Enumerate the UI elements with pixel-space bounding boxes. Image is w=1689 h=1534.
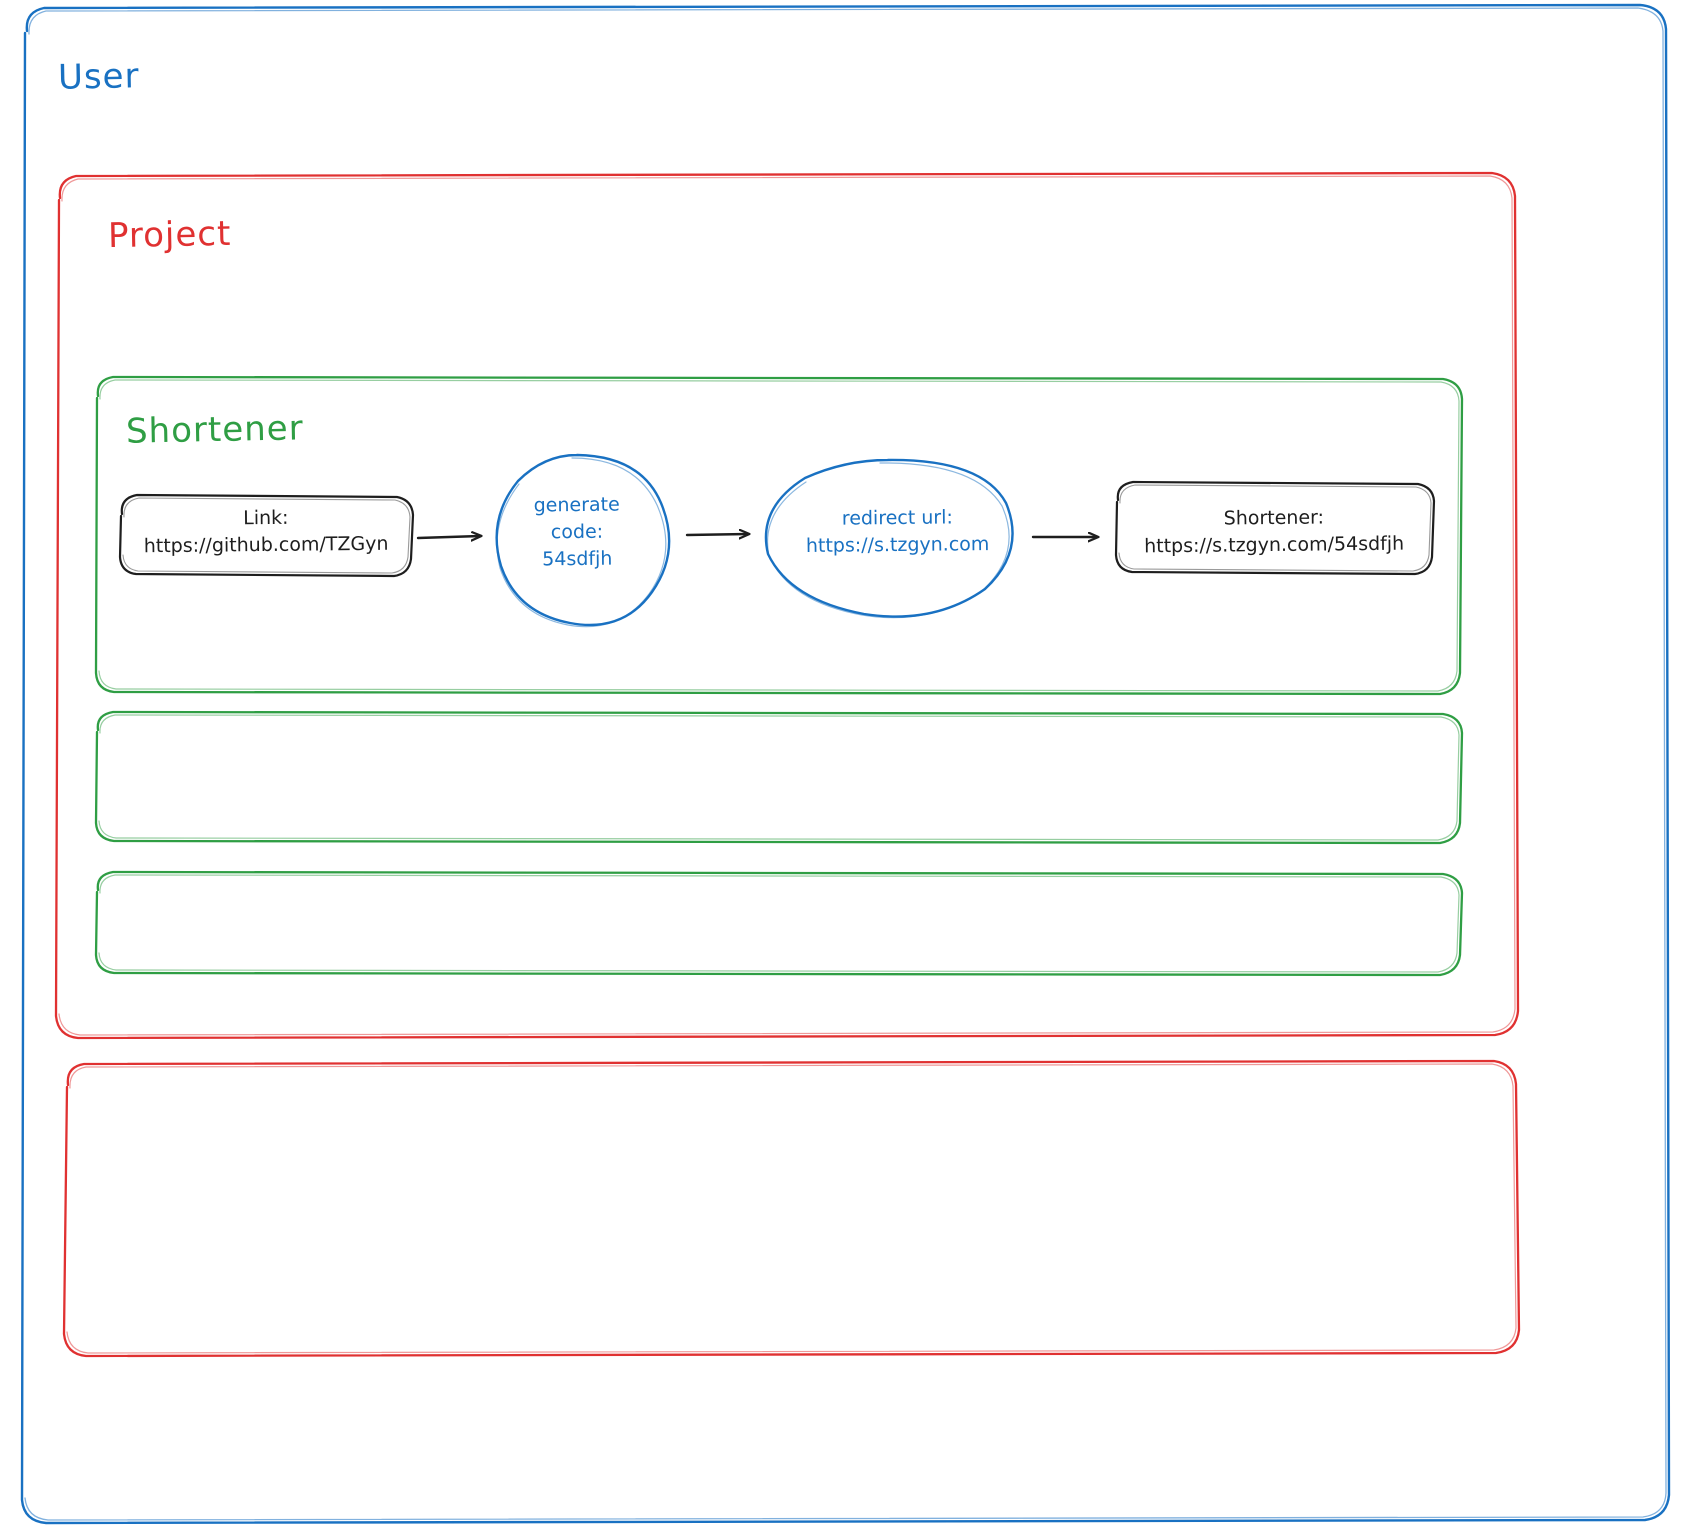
node-redirect-url[interactable]	[764, 458, 1014, 619]
container-module-empty-2[interactable]	[94, 870, 1464, 977]
container-project-empty[interactable]	[62, 1059, 1521, 1358]
node-shortener-result[interactable]	[1114, 480, 1436, 576]
container-shortener[interactable]	[94, 375, 1464, 696]
container-module-empty-1[interactable]	[94, 710, 1464, 845]
node-generate-code[interactable]	[495, 453, 671, 628]
container-user[interactable]	[20, 3, 1671, 1525]
arrow-generate-to-redirect	[685, 534, 748, 535]
arrow-link-to-generate	[416, 536, 480, 538]
node-link[interactable]	[118, 493, 415, 578]
container-project[interactable]	[54, 171, 1520, 1040]
